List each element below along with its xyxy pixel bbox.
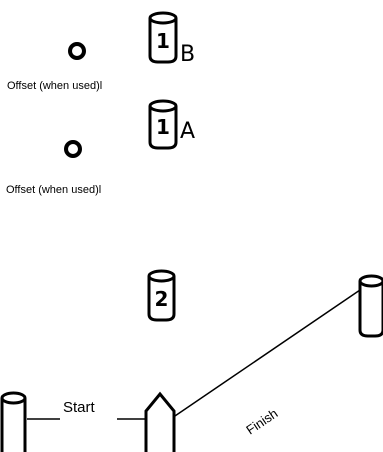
finish-label: Finish bbox=[243, 406, 280, 438]
mark-1a: 1 A bbox=[148, 99, 195, 150]
start-pin-cap bbox=[0, 391, 27, 405]
finish-pin-mark bbox=[358, 274, 383, 338]
mark-1b-cap bbox=[148, 11, 178, 25]
mark-1b-letter: B bbox=[180, 42, 195, 67]
offset-ring-upper bbox=[68, 42, 86, 60]
mark-2: 2 bbox=[147, 269, 176, 322]
offset-caption-upper: Offset (when used)l bbox=[7, 80, 102, 92]
finish-line bbox=[171, 289, 361, 419]
committee-boat bbox=[144, 391, 176, 452]
mark-1a-body bbox=[148, 106, 178, 150]
mark-2-number: 2 bbox=[155, 287, 169, 311]
offset-caption-lower: Offset (when used)l bbox=[6, 184, 101, 196]
offset-ring-lower bbox=[64, 140, 82, 158]
mark-1b: 1 B bbox=[148, 11, 195, 67]
offset-mark-lower: Offset (when used)l bbox=[6, 140, 101, 196]
start-pin-mark bbox=[0, 391, 27, 452]
start-label: Start bbox=[63, 399, 96, 416]
mark-1b-body bbox=[148, 18, 178, 64]
mark-1a-cap bbox=[148, 99, 178, 113]
mark-2-body bbox=[147, 276, 176, 322]
mark-1a-letter: A bbox=[180, 119, 195, 144]
finish-pin-body bbox=[358, 281, 383, 338]
offset-mark-upper: Offset (when used)l bbox=[7, 42, 102, 92]
mark-1a-number: 1 bbox=[156, 115, 170, 139]
mark-1b-number: 1 bbox=[156, 29, 170, 53]
finish-pin-cap bbox=[358, 274, 383, 288]
start-pin-body bbox=[0, 398, 27, 452]
mark-2-cap bbox=[147, 269, 176, 283]
